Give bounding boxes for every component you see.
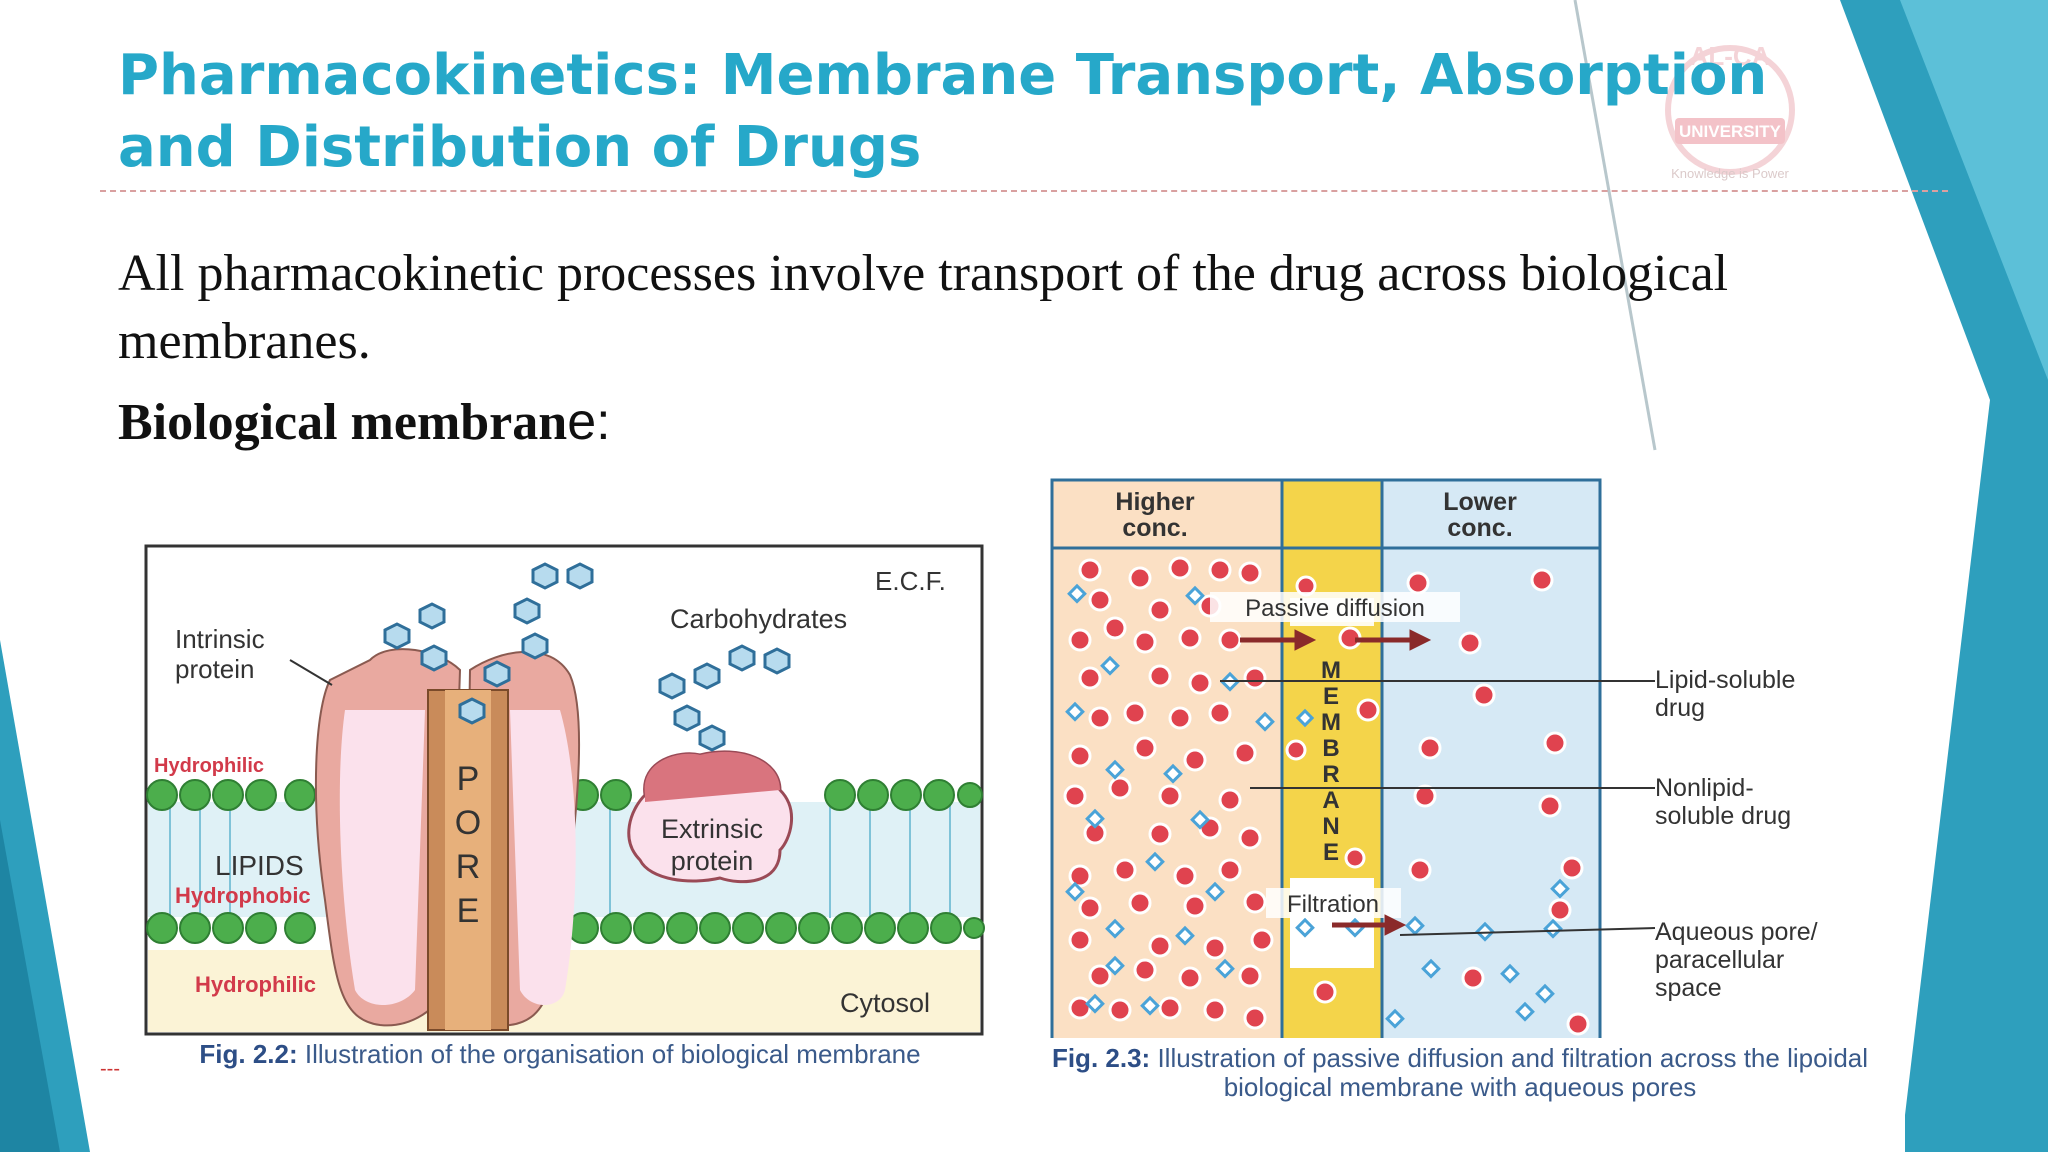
logo-tagline: Knowledge is Power bbox=[1671, 166, 1789, 181]
ecf-label: E.C.F. bbox=[875, 566, 946, 596]
higher-conc-label-2: conc. bbox=[1122, 514, 1187, 542]
title-divider bbox=[100, 190, 1948, 192]
lipid-soluble-label-2: drug bbox=[1655, 694, 1705, 722]
caption-fig-text: Illustration of passive diffusion and fi… bbox=[1157, 1043, 1869, 1102]
caption-fig-text: Illustration of the organisation of biol… bbox=[304, 1039, 921, 1069]
lower-conc-label-2: conc. bbox=[1447, 514, 1512, 542]
membrane-letter: M bbox=[1321, 657, 1341, 684]
logo-ribbon-text: UNIVERSITY bbox=[1679, 122, 1782, 141]
lower-conc-label-1: Lower bbox=[1443, 488, 1517, 516]
membrane-letter: R bbox=[1322, 761, 1339, 788]
membrane-letter: B bbox=[1322, 735, 1339, 762]
slide-marker: --- bbox=[100, 1058, 120, 1080]
lipid-soluble-label-1: Lipid-soluble bbox=[1655, 666, 1795, 694]
figure-biological-membrane: P O R E E.C.F. Carbohydrates Intrinsic p… bbox=[144, 544, 985, 1036]
caption-fig-2-3: Fig. 2.3: Illustration of passive diffus… bbox=[1030, 1044, 1890, 1102]
higher-conc-label-1: Higher bbox=[1115, 488, 1194, 516]
pore-letter: O bbox=[455, 804, 481, 842]
membrane-letter: E bbox=[1323, 683, 1339, 710]
slide-title: Pharmacokinetics: Membrane Transport, Ab… bbox=[118, 43, 1768, 180]
caption-fig-2-2: Fig. 2.2: Illustration of the organisati… bbox=[180, 1040, 940, 1069]
membrane-letter: A bbox=[1322, 787, 1339, 814]
carbohydrates-label: Carbohydrates bbox=[670, 604, 847, 634]
nonlipid-soluble-label-1: Nonlipid- bbox=[1655, 774, 1754, 802]
subheading-bold: Biological membran bbox=[118, 394, 568, 451]
caption-fig-number: Fig. 2.3: bbox=[1051, 1043, 1151, 1073]
pore-letter: E bbox=[457, 892, 480, 930]
pore-letter: R bbox=[456, 848, 481, 886]
subheading-tail: e: bbox=[567, 393, 611, 451]
hydrophilic-bottom-label: Hydrophilic bbox=[195, 972, 316, 997]
lipid-soluble-drug-molecules bbox=[1063, 556, 1590, 1036]
caption-fig-number: Fig. 2.2: bbox=[199, 1039, 298, 1069]
hydrophilic-top-label: Hydrophilic bbox=[154, 755, 264, 777]
logo-arc-text: AL-CA bbox=[1690, 41, 1771, 71]
membrane-letter: M bbox=[1321, 709, 1341, 736]
aqueous-pore-label-1: Aqueous pore/ bbox=[1655, 918, 1818, 946]
membrane-letter: N bbox=[1322, 813, 1339, 840]
nonlipid-soluble-drug-molecules bbox=[1065, 583, 1570, 1029]
lipids-label: LIPIDS bbox=[215, 850, 304, 881]
nonlipid-soluble-label-2: soluble drug bbox=[1655, 802, 1791, 830]
pore-letter: P bbox=[457, 760, 480, 798]
aqueous-pore-label-2: paracellular bbox=[1655, 946, 1784, 974]
figure-passive-diffusion: Higher conc. Lower conc. bbox=[1050, 478, 1818, 1038]
intrinsic-protein-label-1: Intrinsic bbox=[175, 624, 265, 654]
intro-paragraph: All pharmacokinetic processes involve tr… bbox=[118, 245, 1729, 370]
cytosol-label: Cytosol bbox=[840, 988, 930, 1018]
extrinsic-protein-label-2: protein bbox=[671, 846, 754, 876]
aqueous-pore-label-3: space bbox=[1655, 974, 1722, 1002]
membrane-letter: E bbox=[1323, 839, 1339, 866]
intrinsic-protein-label-2: protein bbox=[175, 654, 255, 684]
passive-diffusion-label: Passive diffusion bbox=[1245, 595, 1425, 622]
subheading: Biological membrane: bbox=[118, 388, 1878, 457]
extrinsic-protein-label-1: Extrinsic bbox=[661, 814, 763, 844]
filtration-label: Filtration bbox=[1287, 891, 1379, 918]
hydrophobic-label: Hydrophobic bbox=[175, 883, 311, 908]
university-logo: AL-CA UNIVERSITY Knowledge is Power bbox=[1665, 41, 1795, 181]
